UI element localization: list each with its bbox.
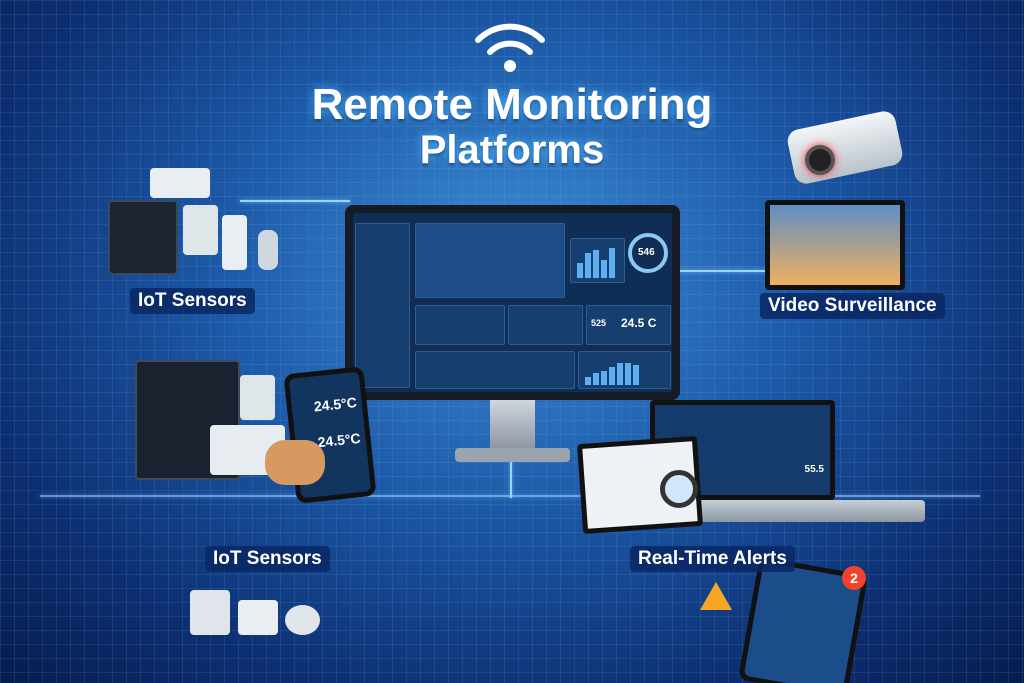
world-map-panel: [415, 223, 565, 298]
title-line-2: Platforms: [419, 128, 605, 172]
smart-plug: [238, 600, 278, 635]
title-line-1: Remote Monitoring: [311, 80, 713, 129]
smart-sensor: [258, 230, 278, 270]
connection-line: [680, 270, 780, 272]
thermometer-sensor: [222, 215, 247, 270]
desktop-monitor: 546 525 24.5 C: [345, 205, 680, 400]
laptop-reading: 55.5: [804, 464, 824, 475]
bar-chart-panel: [570, 238, 625, 283]
hub-device: [240, 375, 275, 420]
line-chart-panel: [508, 305, 583, 345]
dashboard-sidebar: [355, 223, 410, 388]
area-chart-panel: [415, 305, 505, 345]
label-real-time-alerts: Real-Time Alerts: [630, 546, 795, 572]
smoke-detector: [285, 605, 320, 635]
connection-line: [510, 450, 512, 498]
warning-icon: [700, 582, 732, 610]
projector-sensor: [150, 168, 210, 198]
connection-line: [240, 200, 350, 202]
camera-lens: [805, 145, 835, 175]
label-iot-sensors-top: IoT Sensors: [130, 288, 255, 314]
hand: [265, 440, 325, 485]
video-tablet: [765, 200, 905, 290]
label-iot-sensors-bottom: IoT Sensors: [205, 546, 330, 572]
gauge-top: 546: [628, 233, 668, 273]
laptop-keyboard: [640, 500, 925, 522]
magnifier-icon: [660, 470, 698, 508]
gauge-top-value: 546: [638, 247, 655, 258]
temperature-value: 24.5 C: [621, 316, 657, 330]
monitor-stand: [490, 400, 535, 450]
wifi-icon: [475, 23, 545, 72]
monitor-base: [455, 448, 570, 462]
gauge-mid-value: 525: [591, 318, 607, 328]
camera-sensor: [183, 205, 218, 255]
thermostat-sensor: [190, 590, 230, 635]
trend-chart-panel: [415, 351, 575, 389]
notification-badge: 2: [842, 566, 866, 590]
label-video-surveillance: Video Surveillance: [760, 293, 945, 319]
phone-temp-2: 24.5°C: [316, 429, 362, 451]
dashboard-screen: 546 525 24.5 C: [353, 213, 672, 392]
stats-panel: 525 24.5 C: [586, 305, 671, 345]
phone-temp-1: 24.5°C: [313, 394, 358, 415]
bar-chart-panel-2: [578, 351, 671, 389]
server-rack: [108, 200, 178, 275]
